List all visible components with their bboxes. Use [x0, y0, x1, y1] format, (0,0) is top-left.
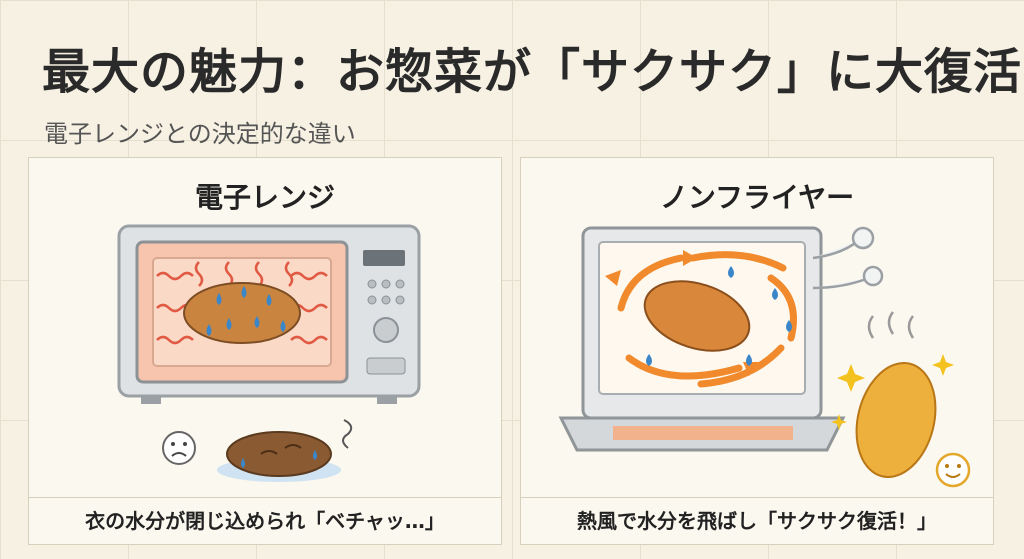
hot-air-arrows: [617, 251, 797, 388]
crispy-croquette: [855, 361, 937, 479]
airfryer-divider: [521, 497, 993, 498]
water-drops: [206, 286, 286, 336]
microwave-display: [363, 250, 405, 266]
microwave-caption: 衣の水分が閉じ込められ「ベチャッ…」: [85, 509, 445, 533]
microwave-heading: 電子レンジ: [194, 181, 335, 214]
sad-face-icon: [162, 431, 196, 465]
page-subtitle: 電子レンジとの決定的な違い: [44, 120, 356, 148]
microwave-illustration: [117, 224, 421, 482]
page-title: 最大の魅力：お惣菜が「サクサク」に大復活: [42, 44, 1023, 100]
microwave-panel: 電子レンジ: [28, 157, 502, 545]
airfryer-panel: ノンフライヤー: [520, 157, 994, 545]
croquette-inside-airfryer: [643, 280, 751, 352]
microwave-buttons: [367, 279, 405, 305]
microwave-dial: [373, 317, 399, 343]
sparkle-icon: [831, 354, 954, 430]
microwave-divider: [29, 497, 501, 498]
airfryer-caption: 熱風で水分を飛ばし「サクサク復活！」: [577, 509, 937, 533]
airfryer-illustration: [558, 226, 971, 488]
steam-icon: [812, 226, 884, 290]
smile-face-icon: [935, 452, 971, 488]
croquette-inside-microwave: [183, 282, 301, 344]
soggy-croquette: [226, 431, 332, 477]
airfryer-heading: ノンフライヤー: [659, 181, 855, 214]
